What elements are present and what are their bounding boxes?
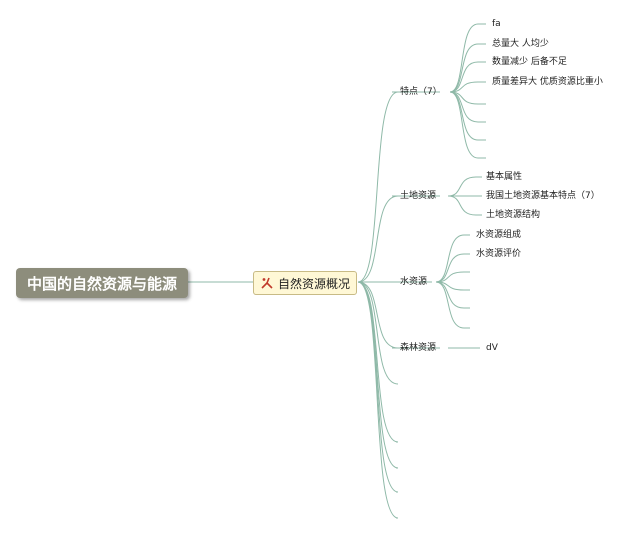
water-child-connector-2 xyxy=(435,271,470,283)
subtopic[interactable]: fa xyxy=(492,19,501,29)
branch-topic-water[interactable]: 水资源 xyxy=(400,277,428,287)
root-topic-label: 中国的自然资源与能源 xyxy=(26,274,177,293)
branch-connector-5 xyxy=(357,281,399,443)
water-child-connector-4 xyxy=(435,281,470,309)
subtopic[interactable]: 我国土地资源基本特点（7） xyxy=(486,191,600,201)
branch-topic-features[interactable]: 特点（7） xyxy=(400,87,442,97)
branch-connector-0 xyxy=(357,91,399,283)
land-child-connector-2 xyxy=(447,195,482,216)
features-child-connector-7 xyxy=(449,91,486,159)
features-child-connector-3 xyxy=(449,81,486,93)
branch-topic-land[interactable]: 土地资源 xyxy=(400,191,437,201)
land-child-connector-0 xyxy=(447,176,482,197)
branch-connector-1 xyxy=(357,195,399,283)
subtopic[interactable]: 数量减少 后备不足 xyxy=(492,57,567,67)
branch-connector-4 xyxy=(357,281,399,385)
features-child-connector-2 xyxy=(449,61,486,93)
subtopic[interactable]: 土地资源结构 xyxy=(486,210,541,220)
branch-connector-8 xyxy=(357,281,399,519)
water-child-connector-0 xyxy=(435,234,470,283)
subtopic[interactable]: 水资源组成 xyxy=(476,230,522,240)
branch-connector-3 xyxy=(357,281,399,349)
root-topic[interactable]: 中国的自然资源与能源 xyxy=(16,268,188,298)
subtopic[interactable]: 质量差异大 优质资源比重小 xyxy=(492,77,603,87)
water-child-connector-5 xyxy=(435,281,470,329)
mindmap-icon xyxy=(261,277,273,289)
branch-topic-forest[interactable]: 森林资源 xyxy=(400,343,437,353)
features-child-connector-1 xyxy=(449,43,486,93)
central-topic[interactable]: 自然资源概况 xyxy=(253,271,357,295)
central-topic-label: 自然资源概况 xyxy=(277,276,350,291)
subtopic[interactable]: dV xyxy=(486,343,498,353)
water-child-connector-1 xyxy=(435,253,470,283)
subtopic[interactable]: 水资源评价 xyxy=(476,249,522,259)
features-child-connector-0 xyxy=(449,23,486,93)
subtopic[interactable]: 基本属性 xyxy=(486,172,523,182)
features-child-connector-5 xyxy=(449,91,486,123)
subtopic[interactable]: 总量大 人均少 xyxy=(492,39,549,49)
features-child-connector-6 xyxy=(449,91,486,141)
